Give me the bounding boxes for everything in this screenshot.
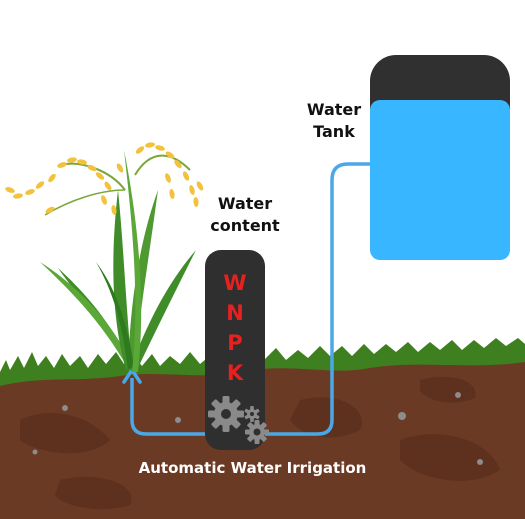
water-pipe (130, 162, 372, 436)
sensor-probe (205, 250, 265, 450)
water-tank-label: Water Tank (306, 100, 362, 141)
soil-texture (20, 376, 500, 510)
sensor-letter-w: W (223, 271, 247, 295)
tank-water (370, 100, 510, 260)
sensor-letter-n: N (226, 301, 244, 325)
rice-grains (5, 142, 204, 215)
rice-plant (40, 150, 196, 372)
sensor-letter-k: K (226, 361, 244, 385)
gear-icon (208, 396, 269, 444)
water-content-label: Water content (210, 194, 280, 235)
sensor-letter-p: P (227, 331, 243, 355)
soil-stones (32, 392, 483, 465)
diagram-caption: Automatic Water Irrigation (138, 459, 367, 477)
